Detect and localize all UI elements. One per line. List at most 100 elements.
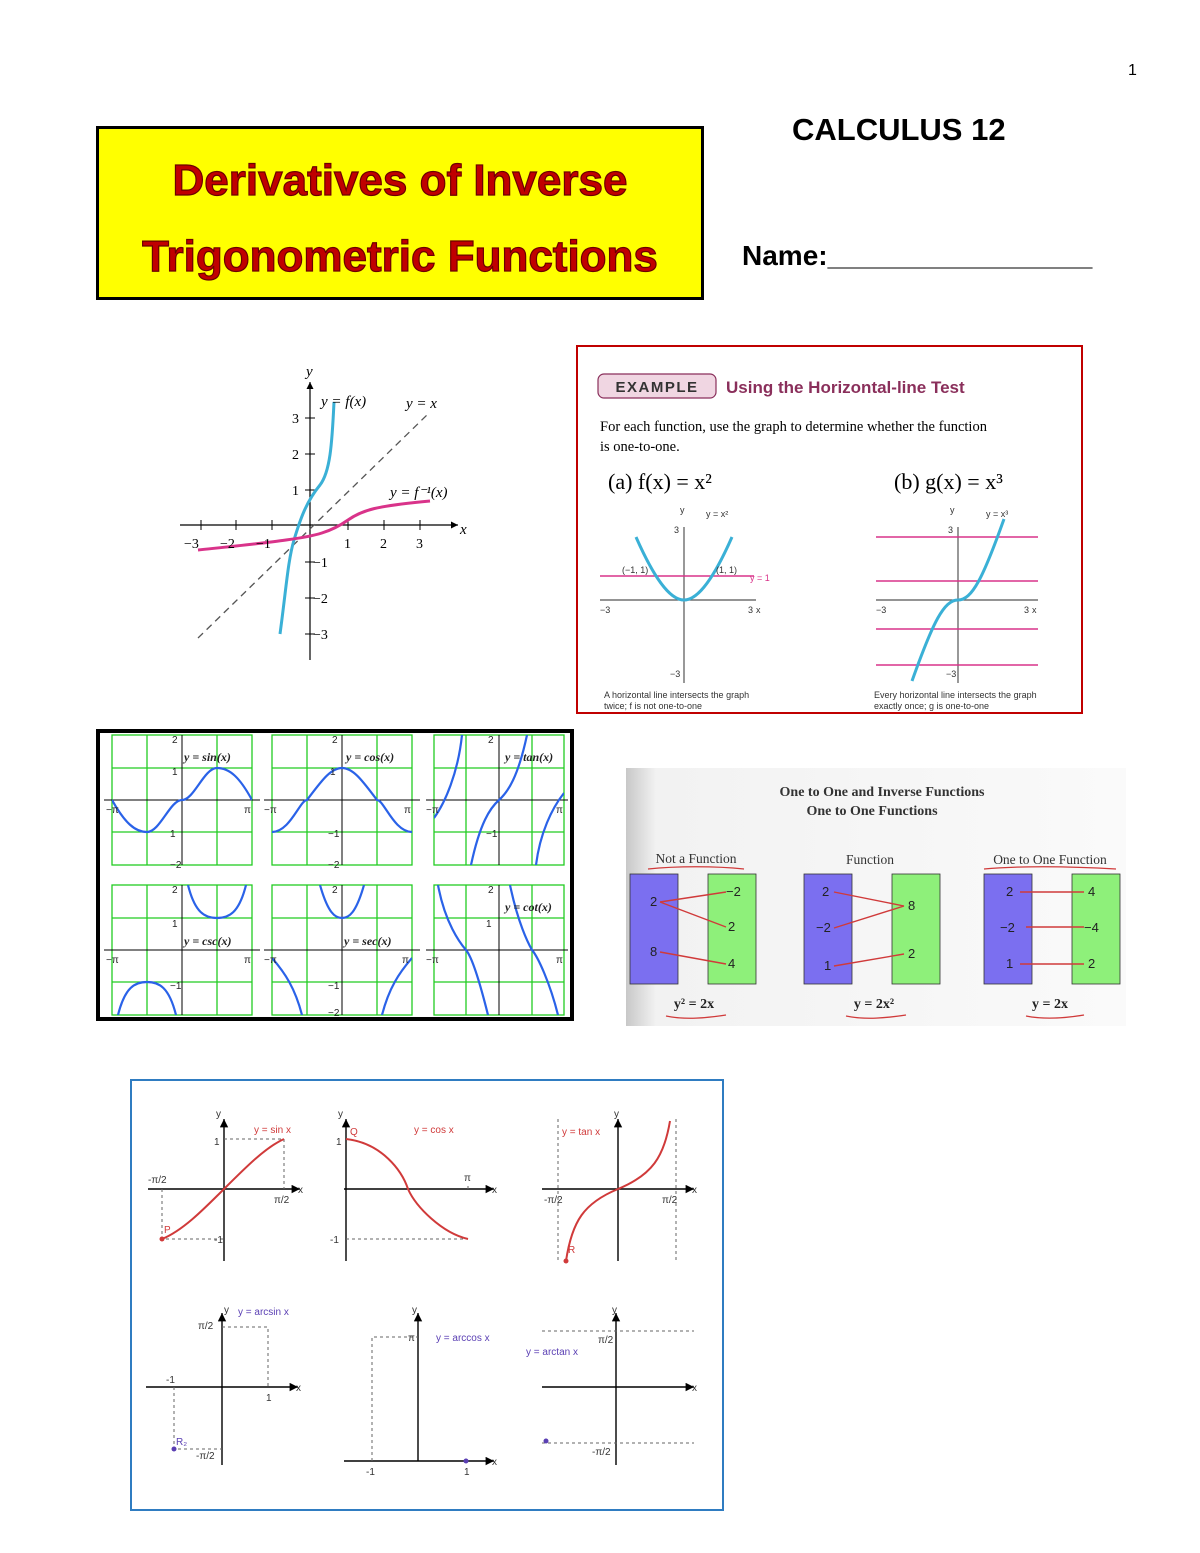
title-line-1: Derivatives of Inverse — [173, 156, 628, 205]
part-b-label: (b) g(x) = x³ — [894, 469, 1003, 494]
part-a-label: (a) f(x) = x² — [608, 469, 712, 494]
tick-label: 1 — [330, 767, 336, 778]
axis-label: x — [492, 1185, 497, 1196]
tick-label: −3 — [876, 605, 886, 615]
tan-curve — [434, 735, 564, 865]
axis-label: x — [298, 1185, 303, 1196]
axis-label: y — [338, 1109, 343, 1120]
x-tick: 3 — [416, 537, 423, 552]
page-number: 1 — [1128, 62, 1137, 79]
tick-label: 1 — [336, 1137, 342, 1148]
example-text: is one-to-one. — [600, 439, 680, 455]
column-heading: One to One Function — [993, 852, 1107, 867]
x-tick: −3 — [184, 537, 199, 552]
domain-value: 2 — [1006, 884, 1013, 899]
caption: A horizontal line intersects the graph — [604, 690, 749, 700]
caption: twice; f is not one-to-one — [604, 701, 702, 711]
cos-curve — [272, 766, 412, 834]
tan-label: y = tan x — [562, 1127, 600, 1138]
x-axis-label: x — [459, 522, 467, 538]
x-tick: 1 — [344, 537, 351, 552]
tick-label: −2 — [328, 860, 340, 871]
name-field[interactable]: Name:_________________ — [742, 240, 1093, 271]
restricted-trig-graphs: y y = sin x 1 -π/2 x π/2 P -1 y Q 1 y = … — [130, 1079, 724, 1511]
arccos-label: y = arccos x — [436, 1333, 490, 1344]
arcsin-graph: y y = arcsin x π/2 -1 x 1 R₂ -π/2 — [146, 1305, 301, 1465]
axis-label: x — [692, 1383, 697, 1394]
panel-title: One to One and Inverse Functions — [780, 785, 986, 800]
tick-label: -1 — [330, 1235, 339, 1246]
point-label: P — [164, 1225, 171, 1236]
range-value: 2 — [1088, 956, 1095, 971]
domain-value: 1 — [1006, 956, 1013, 971]
tick-label: 3 — [674, 525, 679, 535]
tick-label: π/2 — [662, 1195, 678, 1206]
domain-value: 2 — [822, 884, 829, 899]
y-tick: 1 — [292, 484, 299, 499]
point-label: R₂ — [176, 1437, 187, 1448]
tick-label: 1 — [172, 767, 178, 778]
x-tick: −1 — [256, 537, 271, 552]
tick-label: −3 — [600, 605, 610, 615]
axis-label: x — [296, 1383, 301, 1394]
arctan-label: y = arctan x — [526, 1347, 578, 1358]
axis-label: x — [756, 605, 761, 615]
tick-label: π/2 — [598, 1335, 614, 1346]
range-value: 4 — [728, 956, 735, 971]
example-badge — [597, 373, 717, 399]
domain-value: 8 — [650, 944, 657, 959]
tick-label: 3 — [948, 525, 953, 535]
tick-label: −π — [264, 955, 277, 966]
axis-label: x — [492, 1457, 497, 1468]
axis-label: y — [216, 1109, 221, 1120]
point-label: Q — [350, 1127, 358, 1138]
csc-curve — [116, 885, 248, 1015]
x-tick: −2 — [220, 537, 235, 552]
example-heading: Using the Horizontal-line Test — [726, 378, 965, 397]
caption: Every horizontal line intersects the gra… — [874, 690, 1037, 700]
axis-label: x — [692, 1185, 697, 1196]
range-value: 2 — [728, 919, 735, 934]
axis-label: y — [612, 1305, 617, 1316]
column-heading: Not a Function — [656, 851, 737, 866]
tick-label: 3 — [748, 605, 753, 615]
tick-label: 3 — [1024, 605, 1029, 615]
horizontal-line-test-example: EXAMPLE Using the Horizontal-line Test F… — [576, 345, 1083, 714]
tick-label: π — [556, 805, 563, 816]
f-inverse-curve — [197, 499, 431, 552]
domain-value: −2 — [1000, 920, 1015, 935]
sec-label: y = sec(x) — [342, 934, 391, 948]
point-label: (−1, 1) — [622, 565, 648, 575]
equation-one-to-one: y = 2x — [1032, 997, 1068, 1012]
tick-label: 1 — [170, 829, 176, 840]
tick-label: −π — [264, 805, 277, 816]
curve-label: y = x² — [706, 509, 728, 519]
tick-label: π — [408, 1333, 415, 1344]
tick-label: -1 — [214, 1235, 223, 1246]
tick-label: −π — [426, 805, 439, 816]
domain-value: −2 — [816, 920, 831, 935]
tick-label: 2 — [172, 885, 178, 896]
y-tick: −1 — [313, 556, 328, 571]
y-tick: −3 — [313, 628, 328, 643]
column-heading: Function — [846, 852, 894, 867]
tick-label: -1 — [166, 1375, 175, 1386]
cubic-graph: y y = x³ 3 −3 3 x −3 Every horizontal li… — [874, 505, 1038, 711]
cos-label: y = cos x — [414, 1125, 454, 1136]
f-label: y = f(x) — [319, 394, 366, 410]
tick-label: −π — [106, 955, 119, 966]
y-tick: −2 — [313, 592, 328, 607]
tan-label: y = tan(x) — [503, 750, 553, 764]
identity-label: y = x — [404, 396, 437, 412]
tick-label: -1 — [366, 1467, 375, 1478]
tick-label: 1 — [464, 1467, 470, 1478]
title-line-2: Trigonometric Functions — [142, 232, 658, 281]
trig-functions-grid: y = sin(x) y = cos(x) y = tan(x) y = csc… — [96, 729, 574, 1021]
tick-label: -π/2 — [544, 1195, 563, 1206]
sin-label: y = sin x — [254, 1125, 291, 1136]
tick-label: −2 — [328, 1008, 340, 1017]
tick-label: -π/2 — [196, 1451, 215, 1462]
csc-label: y = csc(x) — [182, 934, 231, 948]
axis-label: y — [224, 1305, 229, 1316]
range-value: 4 — [1088, 884, 1095, 899]
